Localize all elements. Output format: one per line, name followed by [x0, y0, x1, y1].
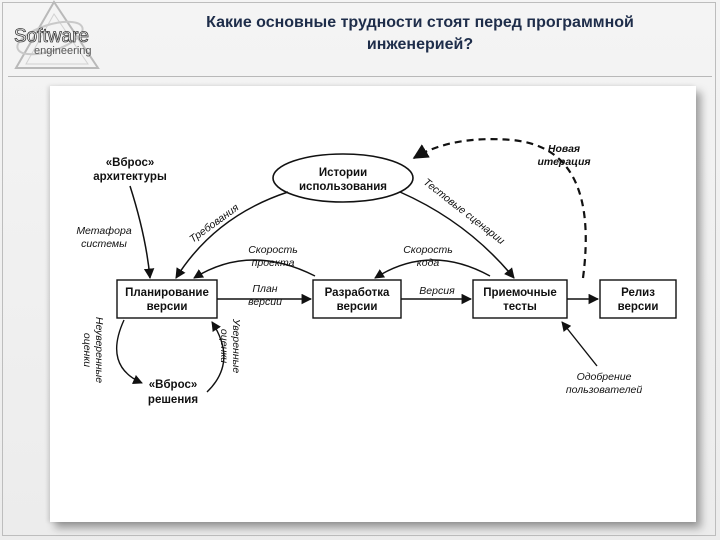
header-divider [8, 76, 712, 77]
spike-label-2: решения [148, 394, 198, 406]
test-scenarios-label: Тестовые сценарии [421, 176, 507, 247]
code-speed-label-2: кода [417, 257, 440, 269]
logo-triangle [14, 0, 100, 69]
stories-label-2: использования [299, 181, 387, 193]
new-iteration-label-1: Новая [548, 143, 580, 155]
requirements-label: Требования [187, 202, 241, 246]
uncertain-estimates-label-2: оценки [81, 333, 93, 367]
logo-software-text: Software [14, 26, 89, 47]
diagram-canvas: Истории использования «Вброс» архитектур… [50, 86, 696, 522]
arch-spike-label-2: архитектуры [93, 171, 167, 183]
release-box [599, 279, 677, 319]
code-speed-label-1: Скорость [403, 244, 453, 256]
stories-ellipse [272, 153, 414, 203]
release-planning-label-1: Планирование [125, 287, 209, 299]
spike-label-1: «Вброс» [149, 379, 198, 391]
version-label: Версия [419, 285, 455, 297]
release-plan-label-1: План [252, 283, 277, 295]
acceptance-label-2: тесты [503, 301, 537, 313]
xp-process-diagram: Истории использования «Вброс» архитектур… [76, 138, 677, 406]
arch-spike-label-1: «Вброс» [106, 157, 155, 169]
arrow-stories-to-planning [175, 191, 289, 279]
development-box [312, 279, 402, 319]
slide-title: Какие основные трудности стоят перед про… [130, 12, 710, 56]
release-label-1: Релиз [621, 287, 655, 299]
confident-estimates-label-1: Уверенные [230, 318, 242, 374]
project-speed-label-1: Скорость [248, 244, 298, 256]
arrow-stories-to-acceptance [399, 191, 515, 279]
arrow-user-approval [561, 321, 598, 367]
release-planning-label-2: версии [147, 301, 188, 313]
slide-title-line-2: инженерией? [366, 36, 474, 53]
metaphor-label-1: Метафора [76, 225, 132, 237]
acceptance-label-1: Приемочные [483, 287, 557, 299]
release-plan-label-2: версии [248, 296, 282, 308]
logo-engineering-text: engineering [34, 45, 92, 57]
logo-swoosh [16, 20, 84, 56]
arrow-project-speed [193, 259, 316, 279]
arrow-spike-to-planning [206, 321, 225, 393]
project-speed-label-2: проекта [252, 257, 295, 269]
arrow-planning-to-spike [116, 319, 143, 384]
user-approval-label-2: пользователей [566, 384, 643, 396]
slide-title-line-1: Какие основные трудности стоят перед про… [206, 14, 634, 31]
development-label-2: версии [337, 301, 378, 313]
stories-label-1: Истории [319, 167, 367, 179]
user-approval-label-1: Одобрение [577, 371, 632, 383]
new-iteration-label-2: итерация [537, 156, 590, 168]
arrow-new-iteration [412, 138, 587, 279]
development-label-1: Разработка [325, 287, 390, 299]
acceptance-box [472, 279, 568, 319]
release-label-2: версии [618, 301, 659, 313]
arrow-arch-spike-to-planning [129, 185, 155, 280]
arrow-code-speed [374, 259, 491, 279]
software-engineering-logo: Software engineering [14, 0, 100, 69]
metaphor-label-2: системы [81, 238, 127, 250]
confident-estimates-label-2: оценки [218, 329, 230, 363]
uncertain-estimates-label-1: Неуверенные [93, 317, 105, 383]
